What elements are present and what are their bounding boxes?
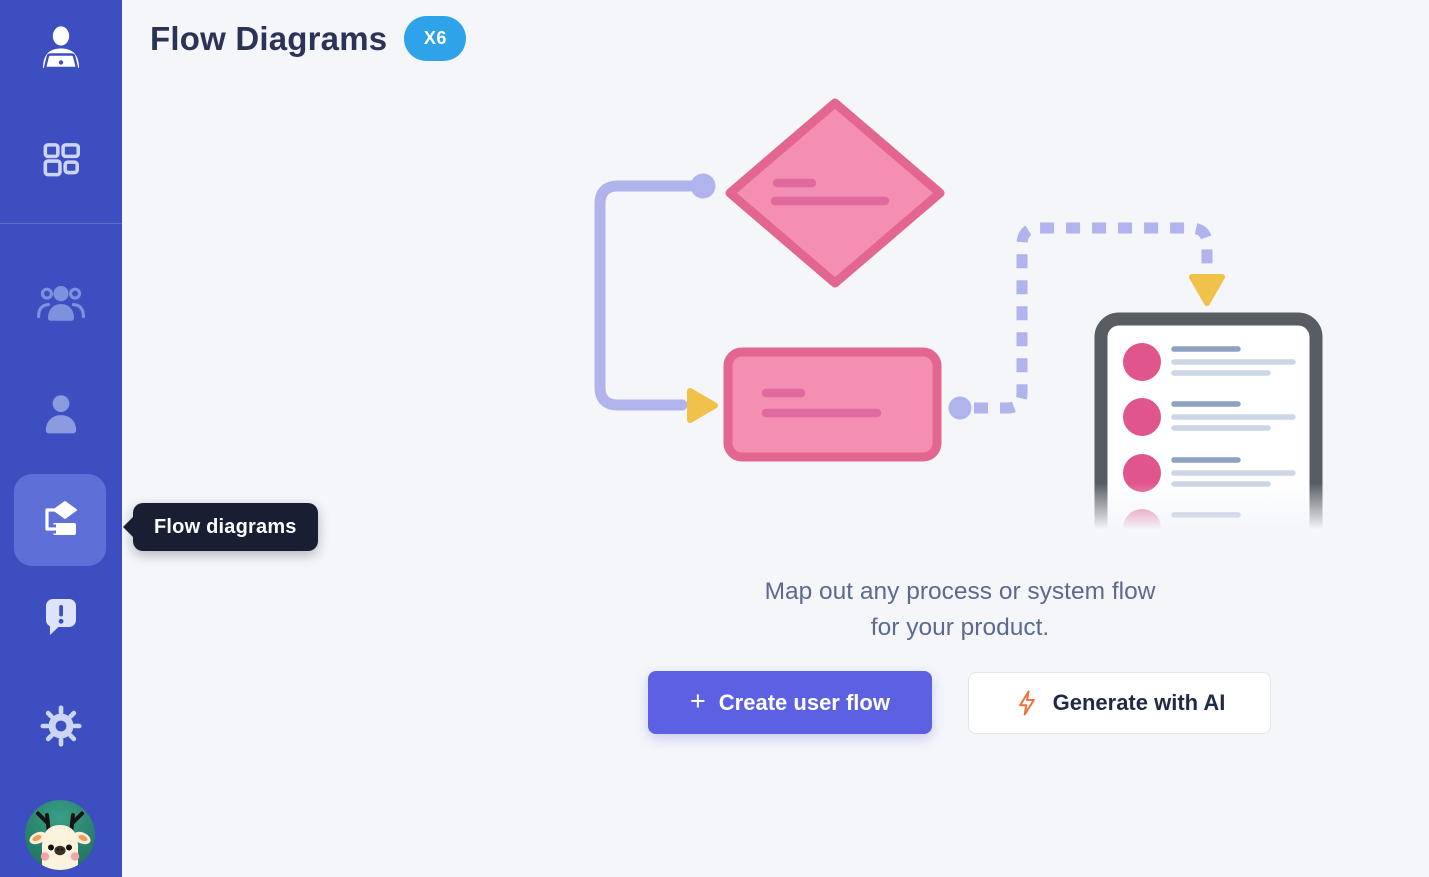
- create-user-flow-label: Create user flow: [718, 689, 890, 715]
- sidebar-item-settings[interactable]: [0, 704, 122, 748]
- sidebar-divider: [0, 223, 122, 224]
- generate-with-ai-label: Generate with AI: [1052, 690, 1226, 715]
- sidebar-item-account[interactable]: [0, 390, 122, 436]
- sidebar-item-feedback[interactable]: [0, 593, 122, 637]
- page-title: Flow Diagrams: [150, 19, 388, 57]
- solid-arrowhead: [687, 388, 718, 423]
- tooltip-arrow: [123, 516, 134, 538]
- page-header: Flow Diagrams X6: [150, 16, 467, 61]
- description-line-1: Map out any process or system flow: [764, 578, 1156, 605]
- sidebar-item-flow-diagrams[interactable]: [14, 474, 106, 566]
- tooltip-label: Flow diagrams: [154, 515, 297, 538]
- sidebar-item-dashboard[interactable]: [0, 137, 122, 183]
- flow-diagrams-icon: [45, 501, 77, 535]
- sidebar-item-team[interactable]: [0, 278, 122, 328]
- sidebar-item-profile[interactable]: [0, 18, 122, 86]
- generate-with-ai-button[interactable]: Generate with AI: [968, 672, 1271, 734]
- connector-dot-right: [948, 396, 972, 420]
- flow-diagram-illustration: [594, 98, 1330, 545]
- document-checklist: [1075, 312, 1330, 545]
- decision-diamond-node: [725, 98, 945, 288]
- team-icon: [37, 286, 85, 321]
- connector-dot-left: [690, 173, 716, 199]
- dashed-connector: [974, 222, 1213, 414]
- feedback-icon: [46, 599, 76, 635]
- dashed-arrowhead: [1189, 274, 1225, 306]
- solid-connector: [594, 180, 709, 411]
- create-user-flow-button[interactable]: + Create user flow: [648, 671, 932, 734]
- deer-avatar: [25, 800, 95, 870]
- empty-state-description: Map out any process or system flow for y…: [622, 574, 1298, 646]
- flow-diagrams-tooltip: Flow diagrams: [123, 503, 318, 551]
- description-line-2: for your product.: [870, 614, 1050, 641]
- lightning-icon: [1018, 690, 1035, 716]
- user-at-laptop-icon: [43, 26, 79, 70]
- count-badge: X6: [404, 16, 467, 61]
- sidebar: [0, 0, 122, 877]
- process-rect-node: [723, 347, 942, 462]
- user-avatar[interactable]: [25, 800, 95, 870]
- dashboard-icon: [43, 143, 81, 177]
- plus-icon: +: [690, 686, 706, 716]
- person-icon: [45, 395, 77, 434]
- settings-gear-icon: [40, 705, 82, 747]
